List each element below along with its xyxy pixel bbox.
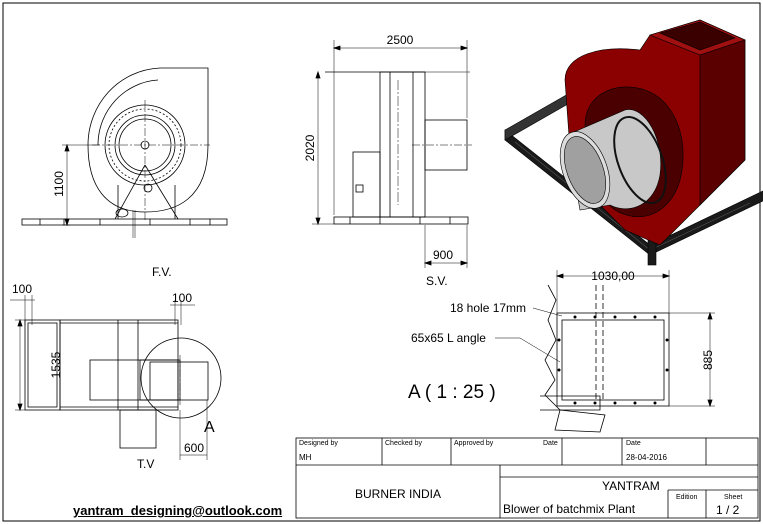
detail-callout: A (204, 419, 215, 436)
checked-by-label: Checked by (385, 440, 422, 447)
detail-holes (557, 315, 669, 405)
sheet-number: 1 / 2 (716, 503, 740, 517)
date-value: 28-04-2016 (626, 453, 667, 462)
date-label-2: Date (626, 440, 641, 447)
side-view-label: S.V. (426, 274, 448, 288)
side-width-dim: 2500 (387, 33, 414, 47)
date-label-1: Date (543, 440, 558, 447)
contact-email[interactable]: yantram_designing@outlook.com (73, 503, 283, 518)
top-left-dim: 100 (12, 282, 32, 296)
angle-note: 65x65 L angle (411, 331, 486, 345)
side-outlet-dim: 900 (433, 248, 453, 262)
client-name: YANTRAM (602, 479, 660, 493)
detail-view-label: A ( 1 : 25 ) (408, 382, 496, 403)
top-view-label: T.V (137, 457, 154, 471)
designed-by-label: Designed by (299, 440, 338, 447)
title-block-grid (295, 437, 759, 519)
company-name: BURNER INDIA (355, 487, 442, 501)
designer-value: MH (299, 453, 312, 462)
sheet-label: Sheet (724, 494, 743, 501)
edition-label: Edition (676, 494, 698, 501)
front-view-label: F.V. (152, 265, 172, 279)
approved-by-label: Approved by (454, 440, 494, 447)
detail-height-dim: 885 (701, 350, 715, 370)
iso-view (504, 19, 763, 266)
top-right-dim: 100 (172, 291, 192, 305)
detail-width-dim: 1030,00 (591, 269, 635, 283)
top-bottom-dim: 600 (184, 441, 204, 455)
front-view (21, 67, 228, 238)
holes-note: 18 hole 17mm (450, 301, 526, 315)
top-view (10, 295, 222, 460)
side-view (312, 40, 472, 268)
detail-view (495, 270, 715, 433)
top-height-dim: 1535 (49, 351, 63, 378)
side-height-dim: 2020 (303, 134, 317, 161)
drawing-title: Blower of batchmix Plant (503, 502, 636, 516)
front-height-dim: 1100 (52, 171, 66, 197)
